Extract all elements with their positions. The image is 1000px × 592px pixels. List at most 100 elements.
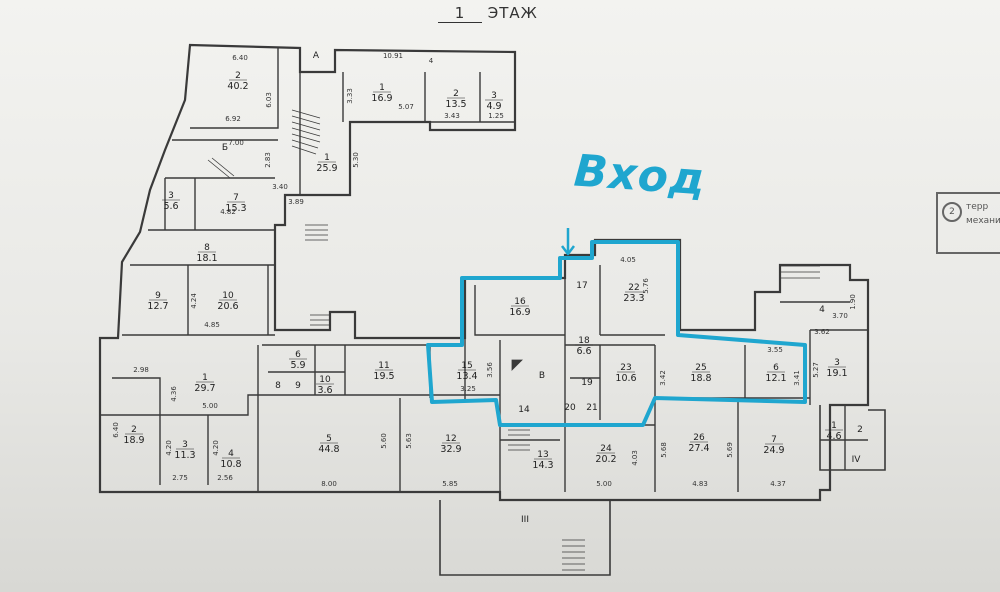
dimension-label: 3.33: [346, 88, 354, 104]
room-number: 5: [326, 434, 332, 444]
room-area: 44.8: [318, 444, 339, 455]
room-number: 13: [537, 450, 548, 460]
dimension-label: 5.27: [812, 362, 820, 378]
room-number: 3: [168, 191, 174, 201]
dimension-label: 4.20: [212, 440, 220, 456]
room-number: 8: [275, 381, 281, 391]
room-label: 20: [564, 403, 576, 413]
room-area: 24.9: [763, 445, 784, 456]
room-area: 16.9: [509, 307, 530, 318]
room-area: 19.5: [373, 371, 394, 382]
dimension-label: 6.40: [232, 54, 248, 62]
dimension-label: 5.69: [726, 442, 734, 458]
dimension-label: 5.30: [352, 152, 360, 168]
room-label: Б: [222, 143, 228, 153]
room-label: 35.6: [162, 191, 180, 212]
room-number: 2: [857, 425, 863, 435]
room-number: 8: [204, 243, 210, 253]
room-number: 21: [586, 403, 597, 413]
dimension-label: 1.25: [488, 112, 504, 120]
room-number: Б: [222, 143, 228, 153]
dimension-label: 3.41: [793, 370, 801, 386]
room-area: 3.6: [317, 385, 332, 396]
room-number: 7: [771, 435, 777, 445]
room-area: 12.1: [765, 373, 786, 384]
room-number: 2: [131, 425, 137, 435]
room-number: 12: [445, 434, 456, 444]
dimension-label: 2.83: [264, 152, 272, 168]
room-number: 9: [155, 291, 161, 301]
dimension-label: 3.70: [832, 312, 848, 320]
dimension-label: 4.36: [170, 386, 178, 402]
room-number: 26: [693, 433, 705, 443]
room-number: 10: [222, 291, 234, 301]
room-label: 65.9: [289, 350, 307, 371]
dimension-label: 1.90: [849, 294, 857, 310]
room-label: 612.1: [765, 363, 786, 384]
room-label: 715.3: [225, 193, 246, 214]
stamp-line-1: терр: [966, 202, 989, 212]
room-number: III: [521, 515, 529, 525]
room-label: 4: [819, 305, 825, 315]
room-number: 4: [228, 449, 234, 459]
room-number: 19: [581, 378, 593, 388]
dimension-label: 3.42: [659, 370, 667, 386]
room-area: 18.9: [123, 435, 144, 446]
dimension-label: 4.03: [631, 450, 639, 466]
room-area: 6.6: [576, 346, 591, 357]
room-number: 3: [834, 358, 840, 368]
room-label: 319.1: [826, 358, 847, 379]
floor-label: ЭТАЖ: [487, 4, 538, 22]
room-number: А: [313, 51, 320, 61]
room-label: 125.9: [316, 153, 337, 174]
room-label: 240.2: [227, 71, 248, 92]
room-number: 4: [819, 305, 825, 315]
dimension-label: 3.25: [460, 385, 476, 393]
room-number: 16: [514, 297, 526, 307]
dimension-label: 3.55: [767, 346, 783, 354]
room-label: 17: [576, 281, 587, 291]
room-area: 10.6: [615, 373, 636, 384]
stairwells: [207, 109, 820, 571]
room-label: 8: [275, 381, 281, 391]
dimension-label: 4.83: [692, 480, 708, 488]
dimension-label: 4.82: [220, 208, 236, 216]
room-label: 9: [295, 381, 301, 391]
dimension-label: 5.07: [398, 103, 414, 111]
room-area: 13.4: [456, 371, 477, 382]
dimension-label: 4.85: [204, 321, 220, 329]
room-label: 818.1: [196, 243, 217, 264]
dimension-label: 8.00: [321, 480, 337, 488]
room-label: 218.9: [123, 425, 144, 446]
dimension-label: 5.00: [202, 402, 218, 410]
room-label: 103.6: [316, 375, 334, 396]
room-label: 213.5: [445, 89, 466, 110]
dimension-label: 5.76: [642, 278, 650, 294]
room-number: 3: [182, 440, 188, 450]
highlighted-area-outline: [426, 228, 807, 427]
room-area: 5.9: [290, 360, 305, 371]
dimension-labels: 6.406.926.037.002.834.823.403.895.303.33…: [112, 52, 857, 488]
dimension-label: 5.63: [405, 433, 413, 449]
dimension-label: 5.60: [380, 433, 388, 449]
room-number: 9: [295, 381, 301, 391]
room-area: 14.3: [532, 460, 553, 471]
room-number: 14: [518, 405, 530, 415]
dimension-label: 10.91: [383, 52, 403, 60]
dimension-label: 4: [429, 57, 434, 65]
room-area: 32.9: [440, 444, 461, 455]
room-number: 15: [461, 361, 472, 371]
room-area: 40.2: [227, 81, 248, 92]
floor-title: 1 ЭТАЖ: [438, 4, 538, 23]
dimension-label: 3.62: [814, 328, 830, 336]
dimension-label: 6.92: [225, 115, 241, 123]
dimension-label: 3.43: [444, 112, 460, 120]
room-number: 17: [576, 281, 587, 291]
dimension-label: 2.98: [133, 366, 149, 374]
room-label: 724.9: [763, 435, 784, 456]
